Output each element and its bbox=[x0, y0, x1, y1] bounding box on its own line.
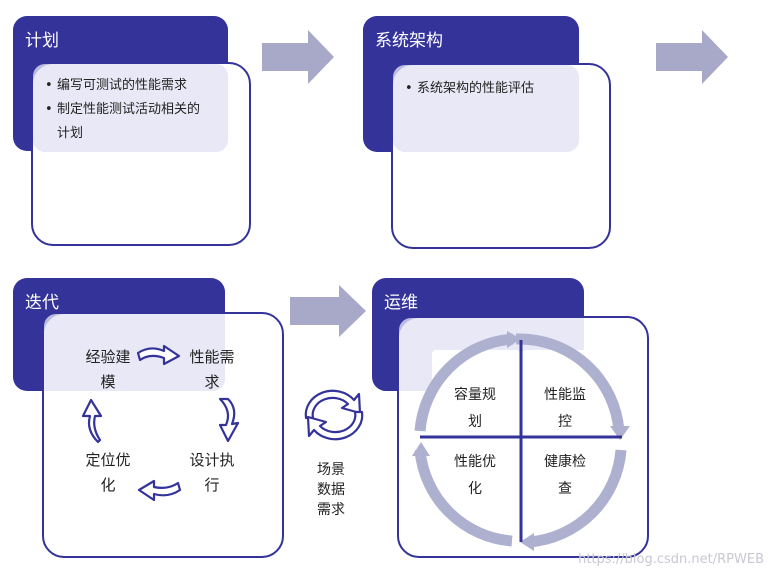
iter-node-optimize: 定位优 化 bbox=[85, 451, 131, 494]
cycle-arrow-req-to-design-icon bbox=[218, 397, 240, 443]
recycle-icon bbox=[304, 389, 364, 441]
scenario-data-label: 场景 数据 需求 bbox=[317, 462, 345, 518]
ops-quadrant-capacity: 容量规 划 bbox=[454, 387, 496, 430]
flow-arrow-plan-to-arch bbox=[262, 30, 334, 84]
cycle-arrow-design-to-optimize-icon bbox=[137, 479, 182, 502]
cycle-arrow-optimize-to-model-icon bbox=[81, 398, 103, 444]
iter-title: 迭代 bbox=[25, 293, 59, 313]
arch-bullet: 系统架构的性能评估 bbox=[405, 77, 573, 101]
plan-bullet-list: 编写可测试的性能需求 制定性能测试活动相关的 计划 bbox=[45, 74, 222, 146]
iter-node-model: 经验建 模 bbox=[85, 348, 131, 391]
iter-node-requirements: 性能需 求 bbox=[189, 348, 235, 391]
watermark: https://blog.csdn.net/RPWEB bbox=[578, 552, 764, 567]
flow-arrow-iter-to-ops bbox=[290, 285, 366, 337]
ops-title: 运维 bbox=[384, 293, 418, 313]
ops-quadrant-optimize: 性能优 化 bbox=[454, 454, 496, 497]
iter-overlap bbox=[44, 314, 225, 391]
ops-quadrant-health: 健康检 查 bbox=[544, 454, 586, 497]
arch-bullet-list: 系统架构的性能评估 bbox=[405, 77, 573, 101]
ops-cycle-ring bbox=[412, 331, 630, 551]
plan-bullet: 制定性能测试活动相关的 计划 bbox=[45, 98, 222, 146]
plan-bullet: 编写可测试的性能需求 bbox=[45, 74, 222, 98]
plan-content: 编写可测试的性能需求 制定性能测试活动相关的 计划 bbox=[33, 64, 228, 152]
flow-arrow-arch-to-next bbox=[656, 30, 728, 84]
iter-node-design: 设计执 行 bbox=[189, 451, 235, 494]
arch-content: 系统架构的性能评估 bbox=[393, 65, 579, 152]
arch-title: 系统架构 bbox=[375, 31, 443, 51]
cycle-arrow-model-to-req-icon bbox=[136, 344, 181, 366]
plan-title: 计划 bbox=[25, 31, 59, 51]
ops-quadrant-monitor: 性能监 控 bbox=[544, 387, 586, 430]
